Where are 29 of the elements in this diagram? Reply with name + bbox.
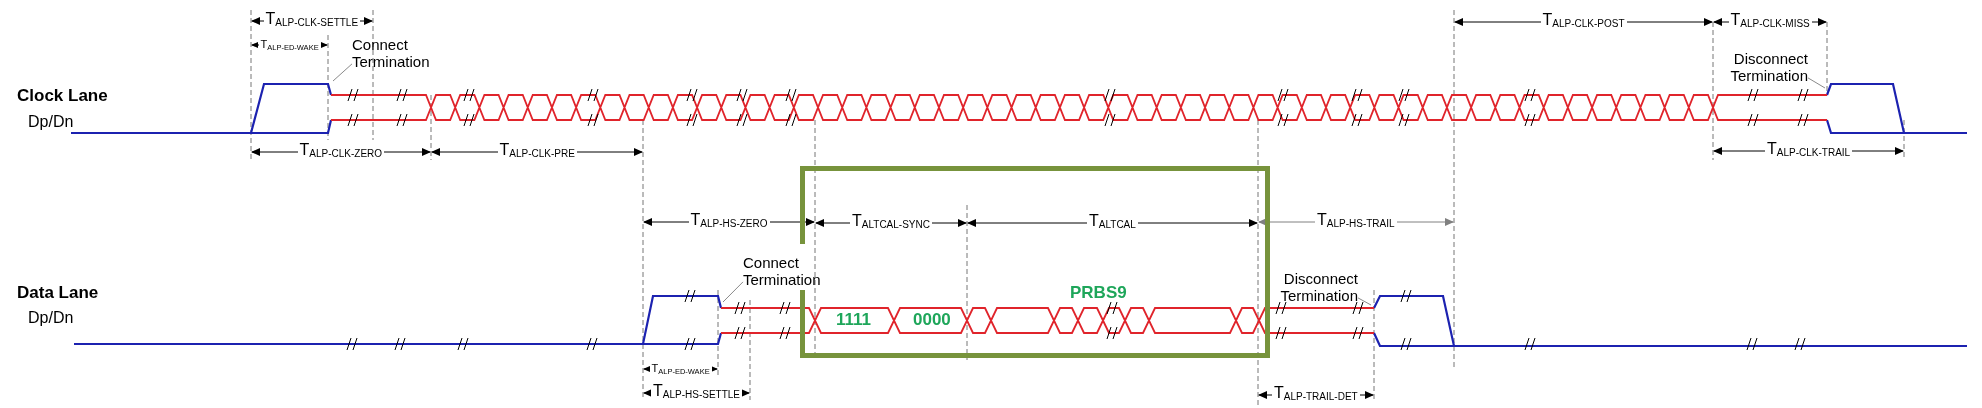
timing-label: T$_{ALP-TRAIL-DET}$	[1272, 384, 1360, 402]
timing-label: T$_{ALP-HS-TRAIL}$	[1315, 211, 1397, 229]
annotation-text: Connect Termination	[352, 36, 432, 70]
signal-name: Dp/Dn	[28, 308, 74, 327]
annotation-text: Connect Termination	[743, 254, 823, 288]
pattern-label: PRBS9	[1070, 283, 1127, 302]
leader-line	[1807, 77, 1826, 89]
timing-label: T$_{ALP-ED-WAKE}$	[258, 37, 321, 51]
timing-label: T$_{ALP-ED-WAKE}$	[649, 361, 712, 375]
data-value: 1111	[836, 310, 871, 329]
timing-label: T$_{ALP-HS-ZERO}$	[688, 211, 770, 229]
timing-label: T$_{ALTCAL-SYNC}$	[850, 212, 932, 230]
leader-line	[722, 281, 744, 303]
annotation-text: Disconnect Termination	[1270, 270, 1358, 304]
lane-title: Data Lane	[17, 283, 99, 303]
lane-title: Clock Lane	[17, 86, 108, 106]
timing-label: T$_{ALTCAL}$	[1087, 212, 1138, 230]
timing-label: T$_{ALP-CLK-SETTLE}$	[263, 10, 361, 28]
timing-label: T$_{ALP-HS-SETTLE}$	[651, 382, 743, 400]
signal-name: Dp/Dn	[28, 112, 74, 131]
timing-label: T$_{ALP-CLK-TRAIL}$	[1765, 140, 1853, 158]
timing-label: T$_{ALP-CLK-ZERO}$	[297, 141, 385, 159]
leader-line	[332, 63, 353, 82]
timing-label: T$_{ALP-CLK-POST}$	[1540, 11, 1627, 29]
data-value: 0000	[913, 310, 951, 329]
leader-line	[1357, 297, 1372, 306]
timing-label: T$_{ALP-CLK-MISS}$	[1728, 11, 1812, 29]
annotation-text: Disconnect Termination	[1718, 50, 1808, 84]
timing-label: T$_{ALP-CLK-PRE}$	[497, 141, 577, 159]
